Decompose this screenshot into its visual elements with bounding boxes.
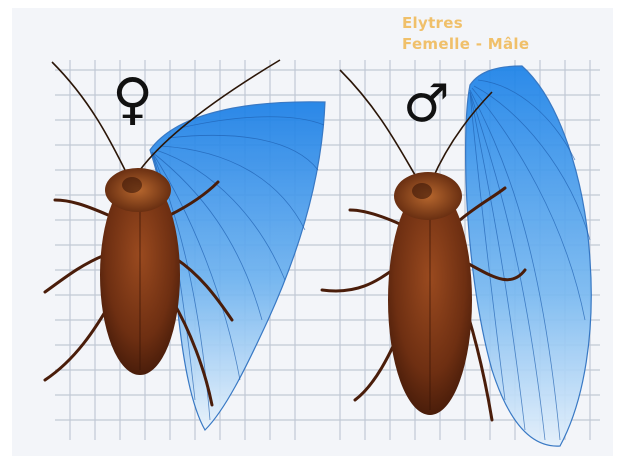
caption-line-2: Femelle - Mâle <box>402 35 529 53</box>
female-symbol: ♀ <box>112 72 153 128</box>
male-wing <box>466 66 592 446</box>
male-symbol: ♂ <box>403 78 450 130</box>
caption-line-1: Elytres <box>402 14 463 32</box>
